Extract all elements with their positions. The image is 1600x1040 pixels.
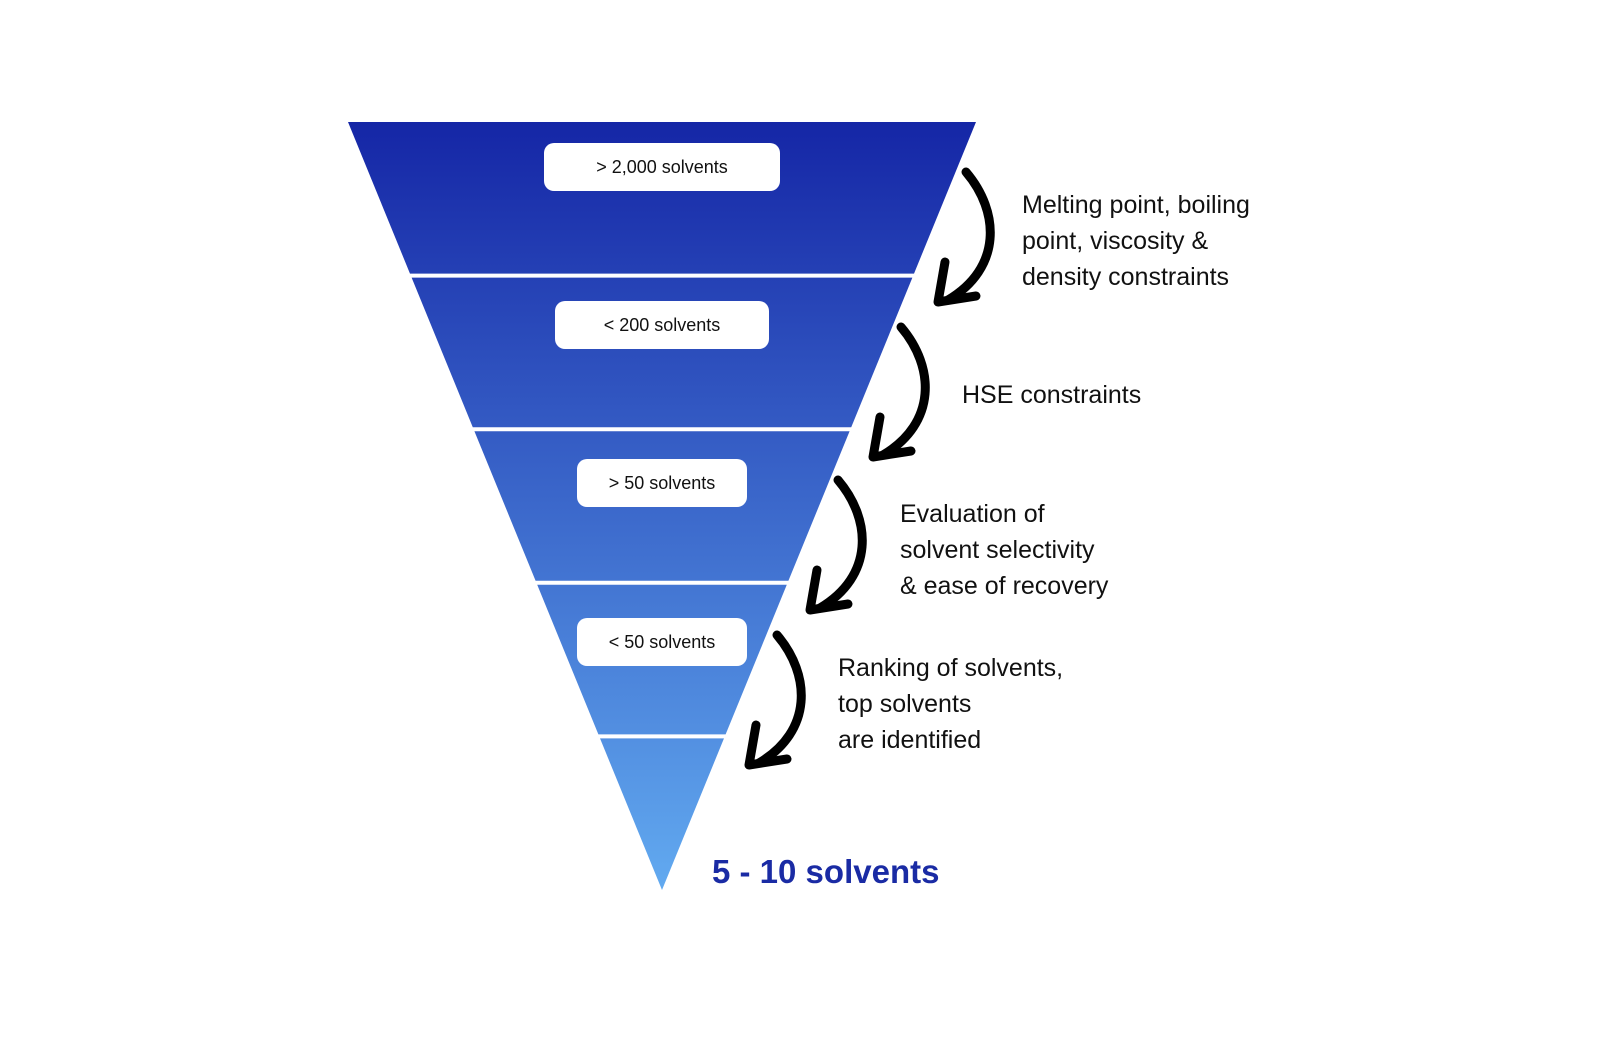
funnel-band-2 xyxy=(411,277,913,428)
arrow-head-icon xyxy=(805,565,853,615)
curved-arrow-icon xyxy=(754,630,806,768)
filter-3-label: Evaluation of solvent selectivity & ease… xyxy=(900,500,1109,600)
arrow-head-icon xyxy=(868,412,916,462)
stage-1-count: > 2,000 solvents xyxy=(544,143,780,191)
curved-arrow-icon xyxy=(878,322,930,460)
filter-2-label: HSE constraints xyxy=(962,381,1142,409)
curved-arrow-icon xyxy=(815,475,867,613)
stage-3-count: > 50 solvents xyxy=(577,459,747,507)
curved-arrow-icon xyxy=(943,167,995,305)
funnel-band-5 xyxy=(600,738,724,890)
stage-4-count: < 50 solvents xyxy=(577,618,747,666)
funnel-band-1 xyxy=(348,122,976,274)
stage-2-count: < 200 solvents xyxy=(555,301,769,349)
arrow-head-icon xyxy=(933,257,981,307)
final-result-label: 5 - 10 solvents xyxy=(712,853,940,890)
filter-1-label: Melting point, boiling point, viscosity … xyxy=(1022,191,1250,291)
filter-4-label: Ranking of solvents, top solvents are id… xyxy=(838,654,1064,754)
arrow-head-icon xyxy=(744,720,792,770)
